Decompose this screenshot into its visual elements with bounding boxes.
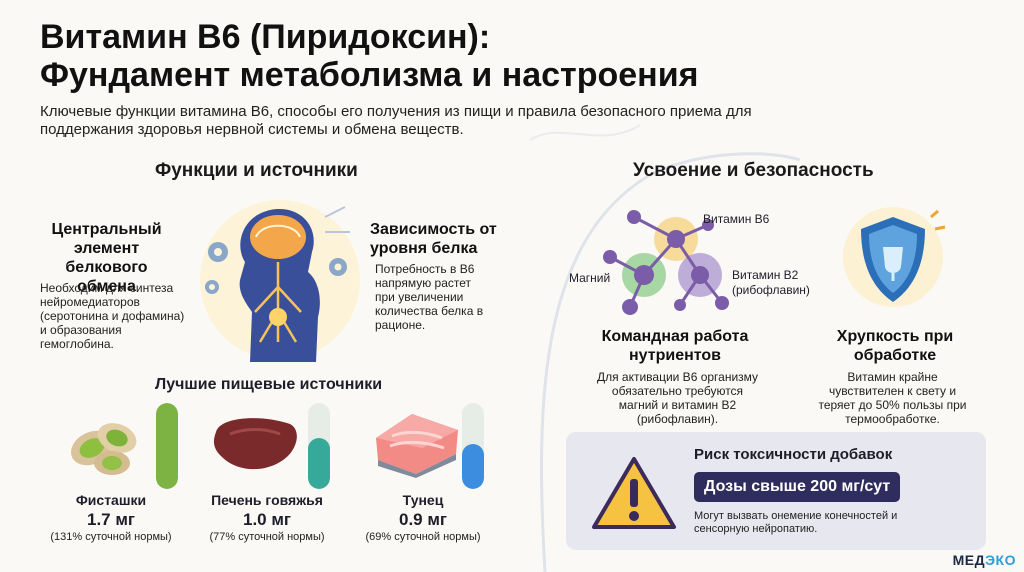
molecule-icon: [603, 210, 729, 315]
shield-icon: [843, 207, 946, 307]
source-note: (77% суточной нормы): [209, 531, 325, 543]
logo-part-1: МЕД: [952, 552, 986, 568]
section-heading-absorption: Усвоение и безопасность: [633, 160, 874, 181]
block-teamwork-title: Командная работа нутриентов: [601, 328, 749, 364]
page-subtitle: Ключевые функции витамина B6, способы ег…: [40, 103, 752, 138]
molecule-label-b6: Витамин B6: [703, 212, 770, 226]
source-amount: 0.9 мг: [398, 510, 447, 529]
source-name: Печень говяжья: [211, 492, 323, 508]
page-title: Витамин B6 (Пиридоксин): Фундамент метаб…: [40, 18, 698, 94]
block-protein-dependency-title: Зависимость от уровня белка: [370, 221, 497, 257]
warning-icon: [592, 457, 676, 529]
source-bar-tuna: [462, 403, 484, 489]
source-bar-fill: [462, 443, 484, 489]
brand-logo: МЕДЭКО: [953, 552, 1016, 568]
block-protein-metabolism-title: Центральный элемент белкового обмена: [51, 221, 162, 295]
molecule-label-b2: Витамин B2 (рибофлавин): [732, 268, 810, 297]
source-name: Тунец: [402, 492, 444, 508]
brain-body-icon: [200, 200, 360, 362]
source-note: (69% суточной нормы): [365, 531, 481, 543]
block-teamwork-text: Для активации B6 организму обязательно т…: [596, 370, 759, 426]
source-name: Фисташки: [75, 492, 147, 508]
block-protein-dependency-text: Потребность в B6 напрямую растет при уве…: [375, 262, 484, 332]
gear-icon: [205, 242, 347, 294]
source-bar-liver: [308, 403, 330, 489]
toxicity-risk-text: Могут вызвать онемение конечностей и сен…: [694, 510, 898, 535]
block-fragility-text: Витамин крайне чувствителен к свету и те…: [818, 370, 967, 426]
logo-part-2: ЭКО: [985, 552, 1016, 568]
block-fragility-title: Хрупкость при обработке: [836, 328, 954, 364]
source-amount: 1.7 мг: [86, 510, 135, 529]
sources-heading: Лучшие пищевые источники: [155, 376, 383, 393]
source-bar-fill: [308, 438, 330, 489]
dose-limit-badge: Дозы свыше 200 мг/сут: [694, 472, 901, 502]
source-amount: 1.0 мг: [242, 510, 291, 529]
source-bar-pistachio: [156, 403, 178, 489]
block-protein-metabolism-text: Необходим для синтеза нейромедиаторов (с…: [40, 281, 185, 351]
title-line-2: Фундамент метаболизма и настроения: [40, 56, 699, 94]
pistachio-icon: [70, 423, 137, 475]
tuna-icon: [376, 414, 458, 478]
toxicity-risk-title: Риск токсичности добавок: [694, 446, 893, 463]
title-line-1: Витамин B6 (Пиридоксин):: [40, 18, 491, 56]
source-bar-fill: [156, 403, 178, 489]
molecule-label-magnesium: Магний: [569, 271, 611, 285]
section-heading-functions: Функции и источники: [155, 160, 358, 181]
source-note: (131% суточной нормы): [50, 531, 172, 543]
liver-icon: [213, 418, 297, 470]
